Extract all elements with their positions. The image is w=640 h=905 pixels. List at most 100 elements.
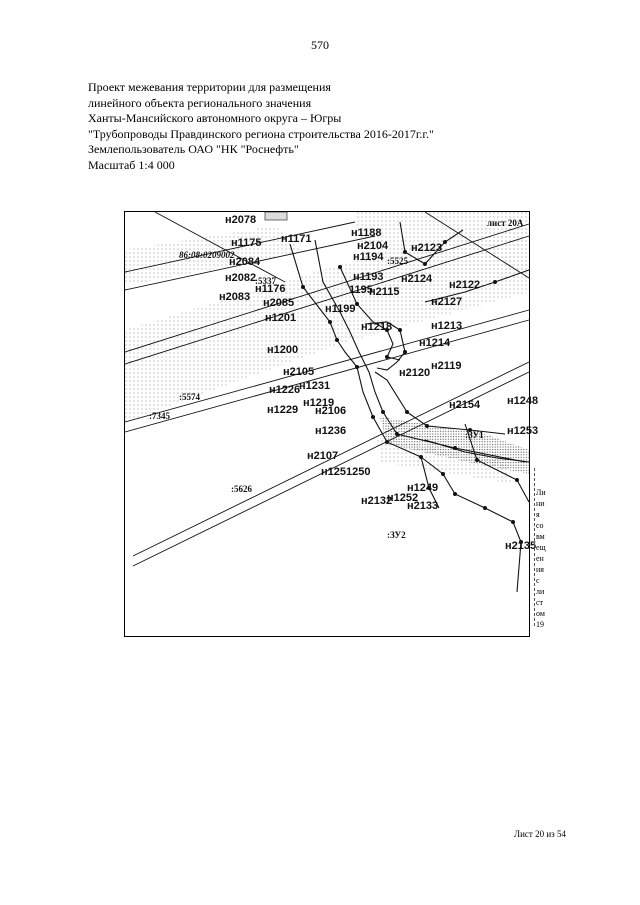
point-marker: [381, 410, 385, 414]
side-legend-border: [534, 468, 535, 626]
point-label: н1201: [265, 312, 296, 324]
line-i: [154, 211, 286, 283]
boundary-7: [424, 439, 530, 463]
survey-map-drawing: лист 20А :5574 :7345 :5626 :5337 :5525 8…: [124, 211, 538, 593]
point-label: н1194: [353, 251, 384, 263]
survey-map: лист 20А :5574 :7345 :5626 :5337 :5525 8…: [124, 211, 538, 637]
side-legend-line: ен: [536, 554, 544, 563]
cadastral-label: :7345: [149, 411, 170, 421]
point-marker: [515, 478, 519, 482]
point-marker: [301, 285, 305, 289]
point-label: н1231: [299, 380, 330, 392]
point-label: н2123: [411, 242, 442, 254]
point-label: н2122: [449, 279, 480, 291]
side-legend-line: со: [536, 521, 544, 530]
line-c: [124, 309, 530, 423]
point-label: н2119: [431, 360, 462, 372]
zone-label: :ЗУ1: [465, 430, 484, 440]
point-label: н1171: [281, 233, 312, 245]
header-line-5: Землепользователь ОАО "НК "Роснефть": [88, 142, 299, 156]
point-label: н1253: [507, 425, 538, 437]
cadastral-label: :5574: [179, 392, 200, 402]
sheet-label: лист 20А: [487, 218, 524, 228]
cadastral-number: 86:08:0209002: [179, 250, 235, 260]
point-label: н2115: [369, 286, 400, 298]
zone-label: :ЗУ2: [387, 530, 406, 540]
point-marker: [385, 355, 389, 359]
boundary-1: [289, 243, 422, 458]
cadastral-label: :5525: [387, 256, 408, 266]
side-legend-line: ом: [536, 609, 545, 618]
point-marker: [328, 320, 332, 324]
cadastral-label: :5626: [231, 484, 252, 494]
point-label: н2120: [399, 367, 430, 379]
document-header: Проект межевания территории для размещен…: [88, 80, 508, 173]
boundary-10: [464, 423, 530, 503]
point-marker: [493, 280, 497, 284]
side-legend-line: ст: [536, 598, 544, 607]
line-b: [124, 235, 530, 365]
point-label: н2106: [315, 405, 346, 417]
hatched-areas: [125, 212, 529, 484]
header-line-6: Масштаб 1:4 000: [88, 157, 175, 172]
point-marker: [511, 520, 515, 524]
point-label: н1176: [255, 283, 286, 295]
point-label: 1195: [349, 284, 373, 296]
point-marker: [355, 302, 359, 306]
point-label: н1248: [507, 395, 538, 407]
side-legend: Ли ни я со вм ещ ен ия с ли ст ом 19: [536, 487, 554, 630]
sheet-footer: Лист 20 из 54: [514, 829, 566, 839]
line-f: [132, 371, 530, 567]
point-marker: [425, 424, 429, 428]
point-label: н1218: [361, 321, 392, 333]
point-marker: [468, 428, 472, 432]
page-number: 570: [311, 38, 329, 52]
point-marker: [427, 486, 431, 490]
point-label: н2132: [361, 495, 392, 507]
header-line-4: "Трубопроводы Правдинского региона строи…: [88, 126, 434, 141]
band-upper-left: [125, 226, 303, 284]
point-marker: [371, 415, 375, 419]
point-marker: [483, 506, 487, 510]
point-marker: [385, 440, 389, 444]
line-g: [124, 221, 356, 273]
point-label: н1252: [387, 492, 418, 504]
point-label: н1226: [269, 384, 300, 396]
header-line-2: линейного объекта регионального значения: [88, 95, 312, 110]
side-legend-line: ещ: [536, 543, 546, 552]
side-legend-line: 19: [536, 620, 544, 629]
sheet-marker-box: [264, 211, 288, 221]
point-marker: [419, 455, 423, 459]
side-legend-line: ия: [536, 565, 544, 574]
point-label: н2135: [505, 540, 536, 552]
point-label: н2083: [219, 291, 250, 303]
line-e: [132, 361, 530, 557]
point-label: н2133: [407, 500, 438, 512]
point-label: н1229: [267, 404, 298, 416]
point-marker: [423, 262, 427, 266]
point-marker: [398, 328, 402, 332]
point-label: н2104: [357, 240, 389, 252]
point-marker: [403, 350, 407, 354]
cadastral-label: :5337: [255, 276, 276, 286]
point-label: н2084: [229, 256, 261, 268]
point-label: н1213: [431, 320, 462, 332]
side-legend-line: ли: [536, 587, 545, 596]
point-label: н1188: [351, 227, 382, 239]
point-label: н2154: [449, 399, 481, 411]
side-legend-line: ни: [536, 499, 545, 508]
point-marker: [338, 265, 342, 269]
point-label: н1200: [267, 344, 298, 356]
survey-points: [301, 240, 523, 544]
line-d: [124, 319, 530, 433]
point-marker: [395, 432, 399, 436]
point-label: н1249: [407, 482, 438, 494]
point-label: н2105: [283, 366, 314, 378]
point-label: н2127: [431, 296, 462, 308]
point-label: н2082: [225, 272, 256, 284]
point-marker: [385, 328, 389, 332]
point-marker: [475, 458, 479, 462]
header-line-3: Ханты-Мансийского автономного округа – Ю…: [88, 111, 342, 125]
side-legend-line: я: [536, 510, 540, 519]
band-right: [355, 212, 529, 312]
